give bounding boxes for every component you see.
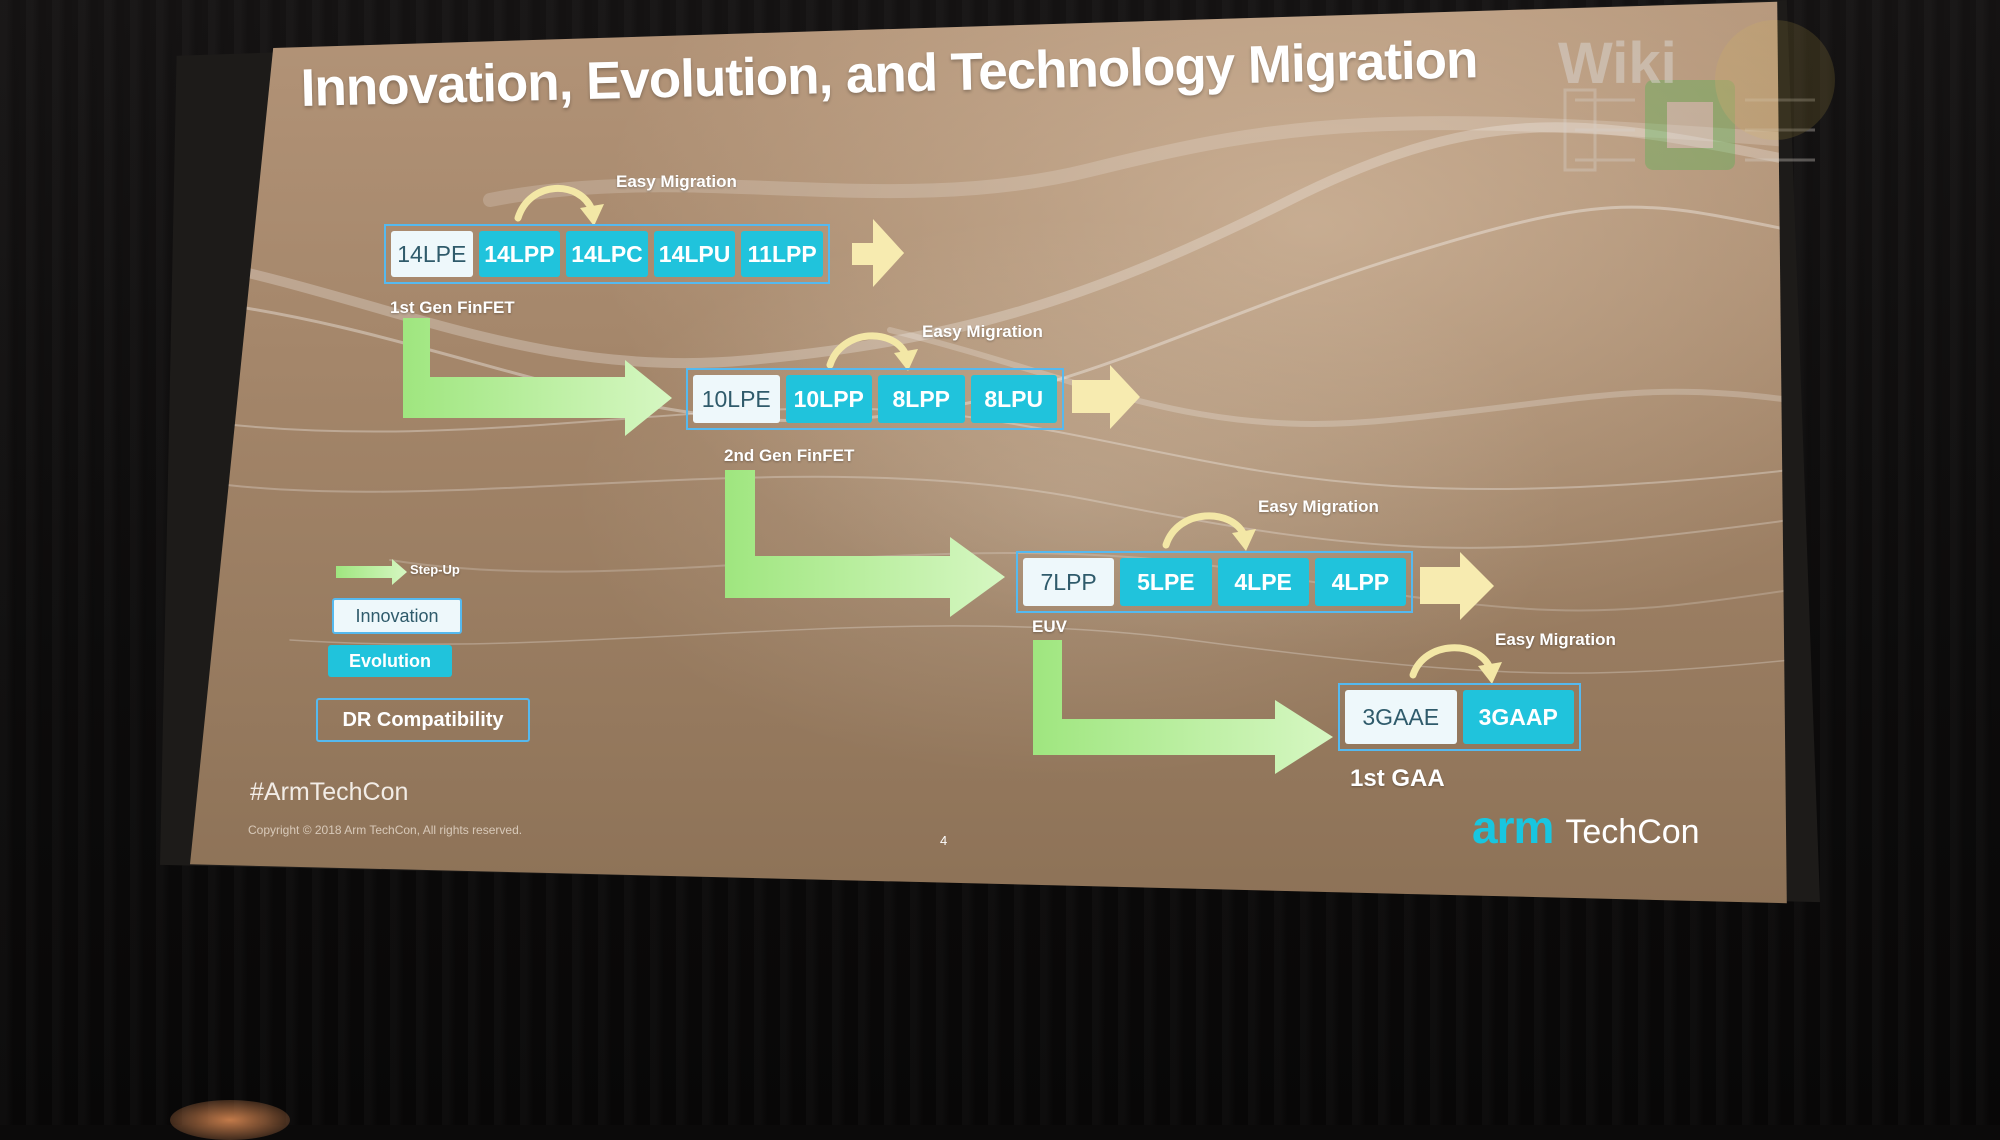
gen-label-4: 1st GAA [1350,765,1445,792]
watermark-text: Wiki [1558,31,1677,96]
node-11lpp: 11LPP [741,231,823,277]
node-14lpp: 14LPP [478,231,561,277]
easy-migration-head-3 [1232,529,1256,551]
node-14lpc: 14LPC [566,231,648,277]
node-3gaae: 3GAAE [1345,690,1457,744]
migration-arrow-1b [873,225,904,281]
easy-migration-label-2: Easy Migration [922,322,1043,341]
hashtag: #ArmTechCon [250,778,409,806]
node-group-1: 14LPE 14LPP 14LPC 14LPU 11LPP [384,224,830,284]
node-7lpp: 7LPP [1023,558,1115,606]
easy-migration-head-1 [580,204,604,226]
arm-logo-text: arm [1472,801,1554,853]
techcon-logo-text: TechCon [1565,813,1700,851]
easy-migration-head-2 [894,349,918,371]
easy-migration-label-1: Easy Migration [616,172,737,191]
copyright: Copyright © 2018 Arm TechCon, All rights… [248,823,523,837]
step-up-arrow-1 [403,318,672,436]
legend-evolution: Evolution [328,645,452,677]
node-8lpu: 8LPU [970,375,1057,423]
node-8lpp: 8LPP [878,375,965,423]
easy-migration-curve-4 [1409,644,1494,679]
node-14lpu: 14LPU [653,231,736,277]
node-10lpp: 10LPP [785,375,872,423]
step-up-arrow-2 [725,470,1005,617]
node-14lpe: 14LPE [391,231,473,277]
migration-arrow-1-shaft [852,243,876,265]
node-4lpe: 4LPE [1217,558,1309,606]
node-3gaap: 3GAAP [1462,690,1574,744]
page-number: 4 [940,833,948,848]
easy-migration-curve-2 [826,332,910,369]
gen-label-3: EUV [1032,617,1067,636]
migration-arrow-3 [1420,552,1494,620]
node-10lpe: 10LPE [693,375,780,423]
node-5lpe: 5LPE [1120,558,1212,606]
legend-step-up-arrow [336,559,407,585]
easy-migration-label-4: Easy Migration [1495,630,1616,649]
easy-migration-curve-1 [514,185,596,222]
wikichip-watermark-icon [1563,20,1835,172]
legend-dr-compatibility: DR Compatibility [316,698,530,742]
migration-arrow-2 [1072,365,1140,429]
easy-migration-curve-3 [1162,512,1248,549]
node-4lpp: 4LPP [1314,558,1406,606]
arm-techcon-logo: arm TechCon [1472,800,1700,854]
node-group-3: 7LPP 5LPE 4LPE 4LPP [1016,551,1413,613]
slide [190,1,1787,904]
node-group-4: 3GAAE 3GAAP [1338,683,1581,751]
easy-migration-head-4 [1478,662,1502,684]
gen-label-2: 2nd Gen FinFET [724,446,855,465]
step-up-arrow-3 [1033,640,1333,774]
easy-migration-label-3: Easy Migration [1258,497,1379,516]
legend-step-up-label: Step-Up [410,562,460,577]
gen-label-1: 1st Gen FinFET [390,298,515,317]
legend-innovation: Innovation [332,598,462,634]
node-group-2: 10LPE 10LPP 8LPP 8LPU [686,368,1064,430]
